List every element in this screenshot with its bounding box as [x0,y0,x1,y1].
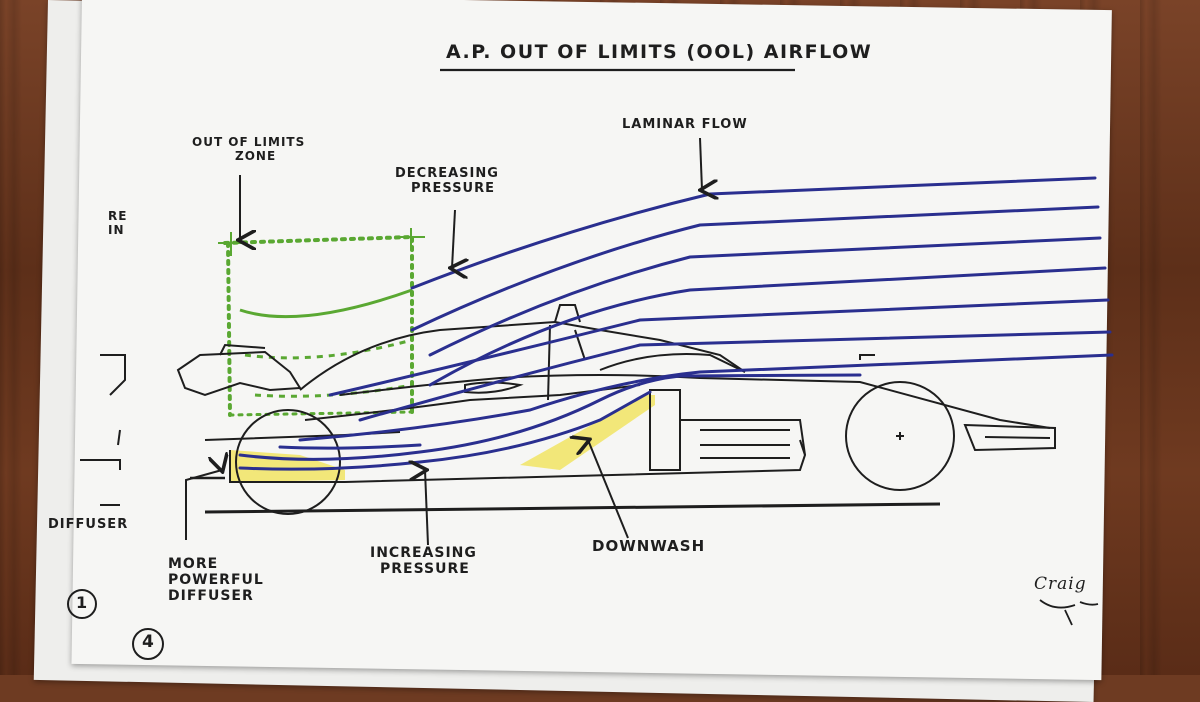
front-page-number-circle [132,628,164,660]
label-laminar-flow: LAMINAR FLOW [622,117,748,132]
label-downwash: DOWNWASH [592,537,706,555]
back-sheet-label-diffuser: DIFFUSER [48,517,129,532]
downwash-fill [520,395,655,470]
back-partial-line1: RE [108,209,128,223]
annotation-arrows [185,137,702,546]
label-ool-line1: OUT OF LIMITS [192,135,306,149]
back-sheet-page-number: 1 [76,593,89,612]
back-partial-line2: IN [108,222,125,237]
signature: Craig [1034,574,1087,594]
label-decreasing-pressure: DECREASING PRESSURE [395,166,499,197]
downwash-arrow [588,440,629,539]
signature-mark [1039,599,1099,626]
label-mpd-line1: MORE [168,556,219,572]
diagram-drawing [67,68,1114,660]
label-increasing-line2: PRESSURE [380,561,470,578]
diffuser-arrow [185,470,222,540]
back-sheet-sketch [80,354,126,506]
back-page-number-circle [67,589,97,619]
label-out-of-limits-zone: OUT OF LIMITS ZONE [192,135,306,164]
label-mpd-line2: POWERFUL [168,572,264,589]
label-mpd-line3: DIFFUSER [168,588,254,605]
label-increasing-pressure: INCREASING PRESSURE [370,545,477,577]
front-sheet-page-number: 4 [142,632,155,652]
back-sheet-partial-text: RE IN [108,209,128,238]
label-increasing-line1: INCREASING [370,545,477,561]
laminar-flow-arrow [700,137,702,190]
label-ool-line2: ZONE [235,148,277,163]
decreasing-pressure-arrow [452,209,455,268]
label-decreasing-line2: PRESSURE [411,180,496,196]
increasing-pressure-arrow [425,470,428,546]
rear-wheel [235,409,341,515]
label-more-powerful-diffuser: MORE POWERFUL DIFFUSER [168,556,264,604]
ool-zone-box [218,228,425,417]
diagram-title: A.P. OUT OF LIMITS (OOL) AIRFLOW [446,41,873,63]
front-wheel [845,381,955,491]
front-wheel-hub [896,432,904,440]
label-decreasing-line1: DECREASING [395,166,499,181]
